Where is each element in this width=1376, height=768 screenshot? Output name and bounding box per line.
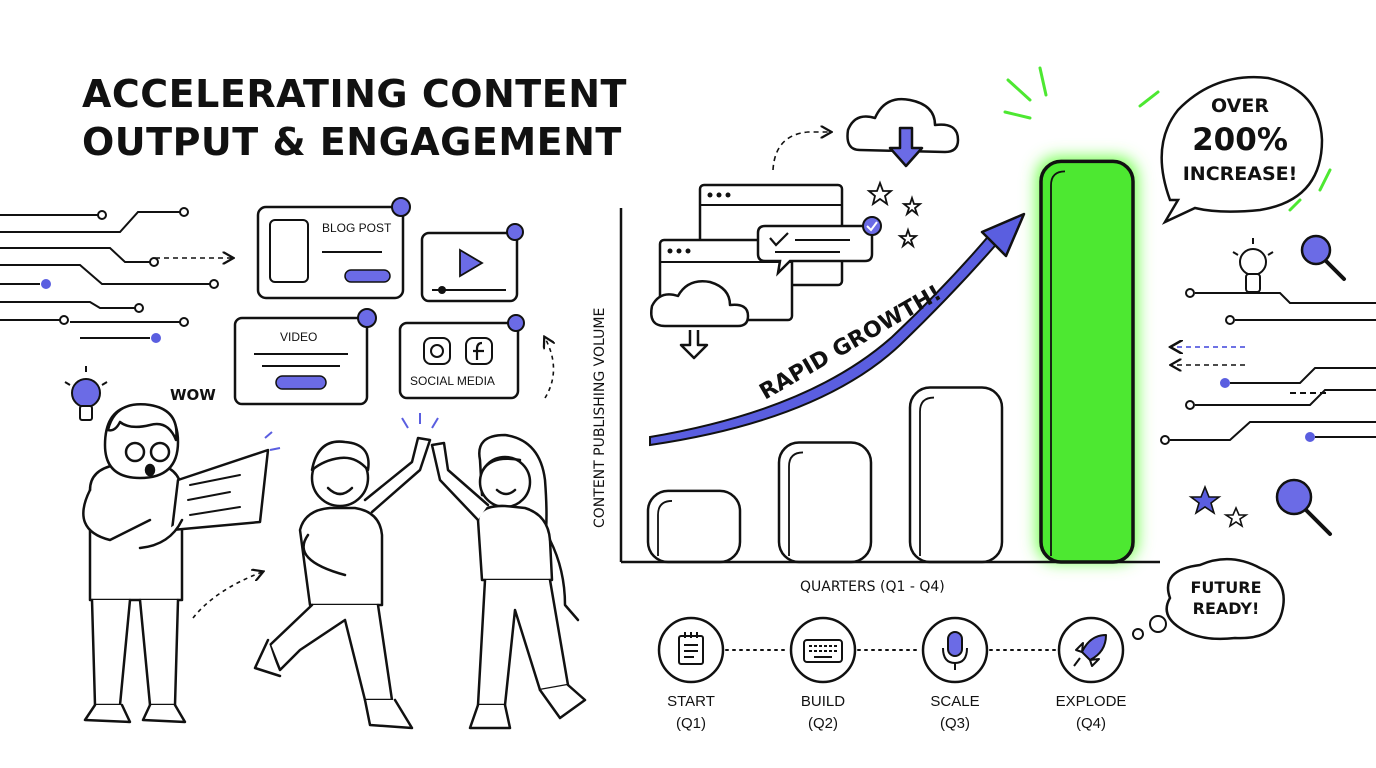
chart-axes <box>619 208 1160 564</box>
circuit-lines-left <box>0 207 219 343</box>
timeline-step-explode: EXPLODE (Q4) <box>1056 616 1127 732</box>
dashed-curve-arrow <box>545 338 554 399</box>
increase-line-3: INCREASE! <box>1183 163 1298 185</box>
rocket-icon <box>1073 634 1107 667</box>
increase-line-1: OVER <box>1211 95 1269 117</box>
video-card: VIDEO <box>233 308 377 406</box>
facebook-icon <box>465 337 493 365</box>
social-media-card: SOCIAL MEDIA <box>398 314 525 400</box>
timeline-step-start: START (Q1) <box>657 616 725 732</box>
step-explode-quarter: (Q4) <box>1076 715 1106 732</box>
bar-q2 <box>777 441 873 564</box>
headline: ACCELERATING CONTENT OUTPUT & ENGAGEMENT <box>82 70 627 166</box>
increase-speech-bubble: OVER 200% INCREASE! <box>1160 76 1324 225</box>
timeline-step-scale: SCALE (Q3) <box>921 616 989 732</box>
notepad-icon <box>678 632 704 665</box>
bar-highlight-line-q3 <box>919 396 935 556</box>
microphone-icon <box>942 631 968 670</box>
bar-highlight-line-q4 <box>1050 170 1066 556</box>
circuit-lines-right <box>1160 288 1376 445</box>
bar-highlight-line-q2 <box>788 451 804 556</box>
lightbulb-icon-right <box>1232 238 1274 293</box>
step-build-name: BUILD <box>801 693 845 710</box>
magnifier-icon-top <box>1300 234 1346 281</box>
chat-bubble-check <box>756 216 882 277</box>
wow-exclaim: WOW <box>170 386 216 404</box>
blog-post-card: BLOG POST <box>256 197 411 300</box>
future-ready-thought-bubble: FUTURE READY! <box>1132 557 1285 641</box>
bar-q1 <box>646 489 742 564</box>
timeline-step-build: BUILD (Q2) <box>789 616 857 732</box>
step-scale-quarter: (Q3) <box>940 715 970 732</box>
high-five-people <box>253 433 587 730</box>
cloud-download-icon-top <box>846 97 960 168</box>
video-label: VIDEO <box>280 330 317 344</box>
headline-line-2: OUTPUT & ENGAGEMENT <box>82 120 622 164</box>
bar-q4 <box>1039 159 1135 564</box>
play-icon <box>459 248 484 278</box>
bar-highlight-line-q1 <box>657 500 673 556</box>
blog-post-label: BLOG POST <box>322 221 392 235</box>
star-icons-top <box>866 180 923 249</box>
keyboard-icon <box>803 639 843 663</box>
step-build-quarter: (Q2) <box>808 715 838 732</box>
bar-chart <box>646 159 1135 564</box>
bar-q3 <box>908 386 1004 564</box>
headline-line-1: ACCELERATING CONTENT <box>82 72 627 116</box>
checkmark-icon <box>769 232 789 247</box>
lightbulb-icon <box>64 366 108 421</box>
increase-line-2: 200% <box>1192 122 1288 158</box>
star-icons-right <box>1188 484 1249 528</box>
sparkle-lines <box>264 413 439 451</box>
future-line-1: FUTURE <box>1190 578 1261 597</box>
person-with-tablet <box>82 403 270 724</box>
step-scale-name: SCALE <box>930 693 979 710</box>
magnifier-icon-bottom <box>1275 478 1332 536</box>
green-burst-lines <box>1003 66 1332 212</box>
step-start-name: START <box>667 693 715 710</box>
step-explode-name: EXPLODE <box>1056 693 1127 710</box>
social-media-label: SOCIAL MEDIA <box>410 374 495 388</box>
video-player-card <box>420 223 524 303</box>
step-start-quarter: (Q1) <box>676 715 706 732</box>
future-line-2: READY! <box>1193 599 1260 618</box>
x-axis-label: QUARTERS (Q1 - Q4) <box>800 579 945 595</box>
growth-arrow <box>649 212 1026 447</box>
instagram-icon <box>423 337 451 365</box>
cloud-download-icon-bottom <box>650 280 750 360</box>
y-axis-label: CONTENT PUBLISHING VOLUME <box>592 308 608 528</box>
